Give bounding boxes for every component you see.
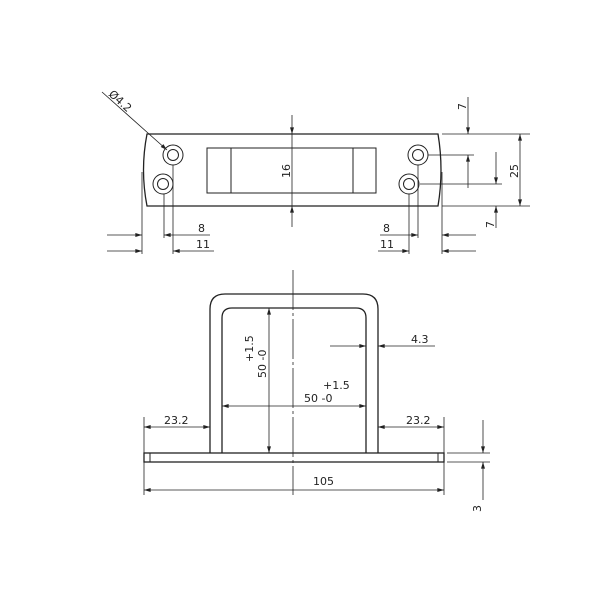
top-view: Ø4.2 16 8 11 8 11 7 7 xyxy=(101,88,530,254)
slot xyxy=(206,147,377,194)
left-dim-8: 8 xyxy=(198,222,205,235)
bracket-outer xyxy=(209,293,379,453)
strike-plate-outline xyxy=(142,133,442,207)
thickness-label: 3 xyxy=(471,505,484,512)
left-flange-label: 23.2 xyxy=(164,414,189,427)
right-dim-8: 8 xyxy=(383,222,390,235)
inner-width-tolerance: +1.5 xyxy=(323,379,350,392)
overall-length-label: 105 xyxy=(313,475,334,488)
bottom-offset-label: 7 xyxy=(484,221,497,228)
hole-diameter-label: Ø4.2 xyxy=(106,88,134,115)
wall-thickness-label: 4.3 xyxy=(411,333,429,346)
inner-height-tolerance: +1.5 xyxy=(243,335,256,362)
top-offset-label: 7 xyxy=(456,103,469,110)
inner-height-label: 50 -0 xyxy=(256,350,269,378)
inner-width-label: 50 -0 xyxy=(304,392,332,405)
slot-height-label: 16 xyxy=(280,164,293,178)
base-plate xyxy=(143,452,445,463)
right-dim-11: 11 xyxy=(380,238,394,251)
bracket-inner xyxy=(221,307,367,453)
left-dim-11: 11 xyxy=(196,238,210,251)
right-flange-label: 23.2 xyxy=(406,414,431,427)
front-view: +1.5 50 -0 4.3 +1.5 50 -0 23.2 23.2 105 … xyxy=(143,270,490,512)
plate-width-label: 25 xyxy=(508,164,521,178)
